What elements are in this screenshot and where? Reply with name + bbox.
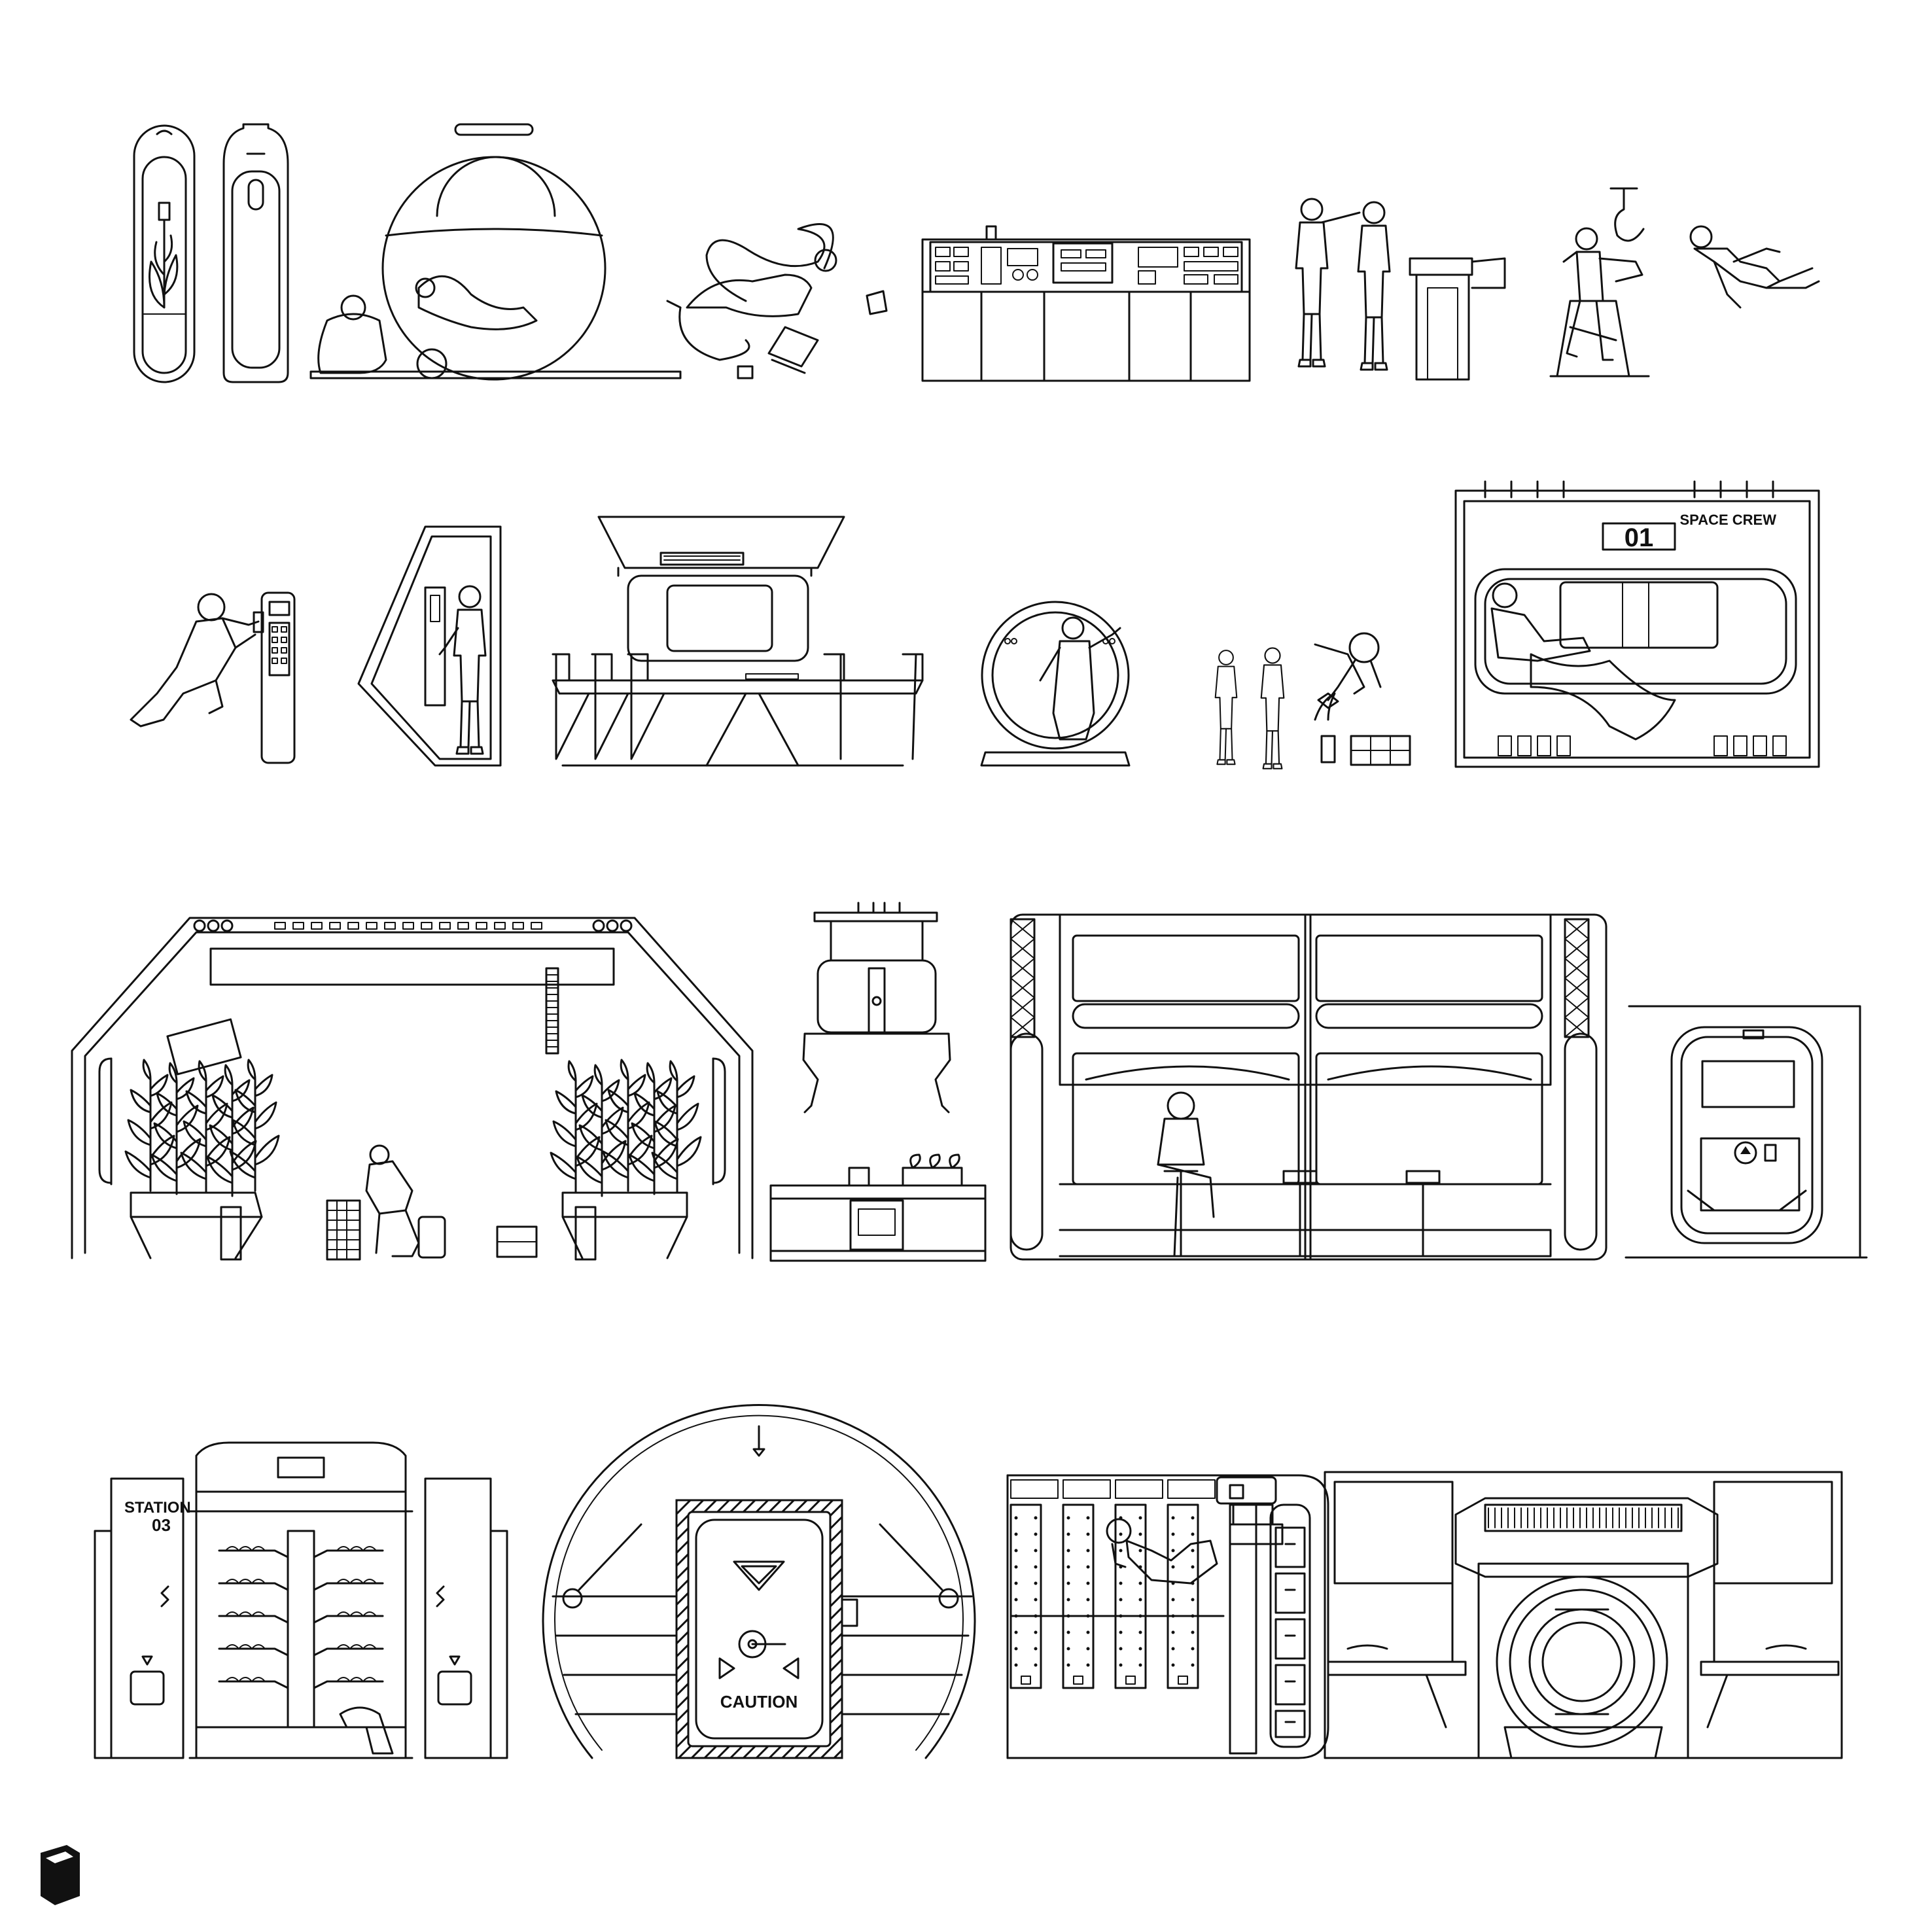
pod-number-label: 01 [1625,523,1654,552]
station-label: STATION [124,1499,191,1517]
observation-bunk-module [1010,913,1607,1261]
bubble-pod-with-astronaut [309,123,682,381]
galley-robotic-arm [769,902,987,1262]
plant-capsule-pod [133,124,196,383]
lab-rack-astronaut [1006,1474,1329,1759]
crew-standing-kiosk [1295,198,1506,381]
caution-airlock-door: CAUTION [542,1404,976,1759]
crew-sleep-pod: 01 SPACE CREW [1454,480,1820,768]
station-number-label: 03 [152,1515,171,1535]
vertical-farm-station: STATION 03 [94,1441,508,1759]
caution-label: CAUTION [720,1692,798,1712]
sleep-capsule [222,123,289,383]
exercise-bike-astronaut [1549,187,1650,378]
floating-astronaut [1689,225,1820,309]
mess-table-chairs [552,516,924,767]
circular-hatch-astronaut [980,601,1131,767]
docking-port-module [1324,1471,1843,1759]
greenhouse-module [71,917,754,1261]
crew-with-robot [1214,632,1411,769]
space-crew-label: SPACE CREW [1680,512,1777,528]
brand-logo-icon [41,1845,80,1905]
floating-astronaut-laptop [666,223,888,379]
control-console [921,225,1251,382]
astronaut-keypad-panel [130,591,296,764]
wall-hatch-panel [1625,1005,1868,1259]
doorway-with-crew [357,525,502,767]
